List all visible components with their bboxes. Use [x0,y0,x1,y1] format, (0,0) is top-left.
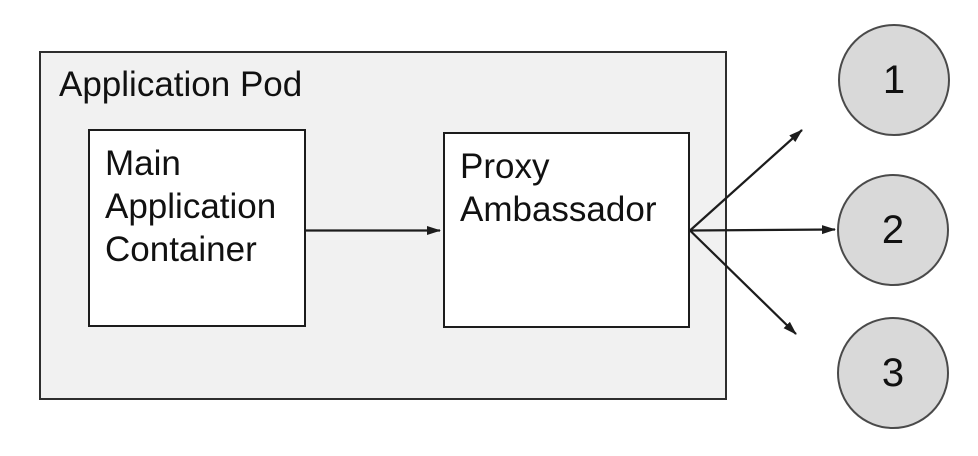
application-pod-label: Application Pod [59,65,303,104]
main-application-container-box: Main Application Container [88,129,306,327]
node-1-label: 1 [882,57,906,102]
node-2-label: 2 [881,207,905,252]
node-circle-3: 3 [837,317,949,429]
node-circle-2: 2 [837,174,949,286]
node-3-label: 3 [881,350,905,395]
node-circle-1: 1 [838,24,950,136]
proxy-ambassador-box: Proxy Ambassador [443,132,690,328]
main-application-container-label: Main Application Container [105,144,277,269]
proxy-ambassador-label: Proxy Ambassador [460,147,657,229]
